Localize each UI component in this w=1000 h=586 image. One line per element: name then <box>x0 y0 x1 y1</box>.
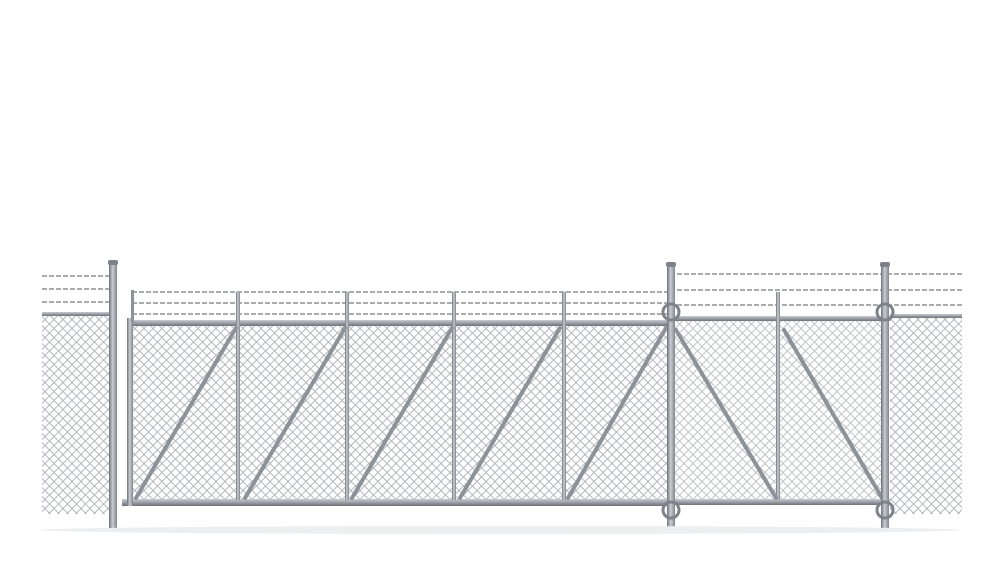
gate-end-bar <box>127 318 133 506</box>
gate-top-rail <box>128 320 673 326</box>
gate-upright <box>562 292 566 500</box>
right-upright <box>776 292 780 500</box>
gate-post-right <box>881 264 889 530</box>
fence-mesh <box>42 316 962 514</box>
left-fence-mesh <box>42 316 109 514</box>
roller-bottom-right <box>875 500 895 520</box>
roller-bottom-left <box>661 500 681 520</box>
right-fence-frame <box>670 292 962 505</box>
gate-post-left <box>667 264 675 530</box>
gate-upright <box>236 292 240 500</box>
ground-shadow <box>40 526 960 534</box>
fence-posts <box>108 260 890 530</box>
left-post <box>109 262 117 530</box>
right-fence-mesh <box>890 316 962 514</box>
barbed-wire <box>42 273 962 315</box>
sliding-gate <box>122 290 675 506</box>
right-bottom-rail <box>670 499 890 505</box>
gate-upright <box>345 292 349 500</box>
far-right-top-rail <box>890 314 962 318</box>
gate-rollers <box>661 302 895 520</box>
gate-bottom-rail <box>122 499 675 506</box>
gate-upright <box>452 292 456 500</box>
roller-top-right <box>875 302 895 322</box>
left-top-rail <box>42 312 110 316</box>
roller-top-left <box>661 302 681 322</box>
